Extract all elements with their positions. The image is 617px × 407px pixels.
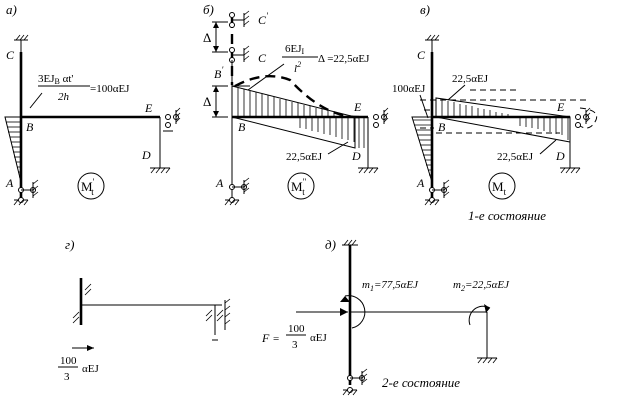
svg-text:m1=77,5αEJ: m1=77,5αEJ xyxy=(362,279,419,293)
panel-a-node-b: B xyxy=(26,120,34,134)
panel-b-support-d xyxy=(358,167,379,174)
panel-b-formula-num: 6EJ xyxy=(285,43,302,55)
panel-a-node-c: C xyxy=(6,48,15,62)
panel-c-node-e: E xyxy=(556,100,565,114)
panel-e-f-unit: αEJ xyxy=(310,332,327,344)
panel-a-formula-den: 2h xyxy=(58,91,70,103)
panel-b-node-a: A xyxy=(215,176,224,190)
panel-a-formula-num: 3EJ xyxy=(38,73,55,85)
svg-text:Mt: Mt xyxy=(492,179,507,197)
panel-a-support-a xyxy=(13,179,39,206)
panel-c-moment-left xyxy=(411,116,433,183)
panel-b-value-label: 22,5αEJ xyxy=(286,151,323,163)
panel-a-node-d: D xyxy=(141,148,151,162)
panel-b-node-e: E xyxy=(353,100,362,114)
panel-a-formula-num-sub: B xyxy=(55,77,60,86)
panel-b-support-e xyxy=(373,107,389,128)
panel-e-f-num: 100 xyxy=(288,323,305,335)
panel-e-label: д) xyxy=(325,237,336,252)
panel-a-node-e: E xyxy=(144,101,153,115)
panel-e-force-arrow xyxy=(296,308,348,316)
svg-text:C': C' xyxy=(258,11,269,27)
panel-d-force-arrow xyxy=(72,345,94,351)
panel-e-m1-value: =77,5αEJ xyxy=(374,279,419,291)
panel-a-formula-num-tail: αt' xyxy=(60,73,74,85)
panel-b-support-a xyxy=(224,177,250,206)
svg-text:6EJI: 6EJI xyxy=(285,43,305,56)
panel-b-node-b: B xyxy=(238,120,246,134)
panel-e-f-den: 3 xyxy=(292,339,298,351)
svg-text:M"t: M"t xyxy=(291,177,307,197)
panel-c-support-d xyxy=(560,167,581,174)
svg-text:3EJB αt': 3EJB αt' xyxy=(38,73,73,86)
svg-text:M't: M't xyxy=(81,177,95,197)
panel-c-value-top: 22,5αEJ xyxy=(452,73,489,85)
panel-b-formula: 6EJI l2 Δ =22,5αEJ xyxy=(247,43,370,91)
panel-b-formula-result: Δ =22,5αEJ xyxy=(318,53,370,65)
panel-e-m2-value: =22,5αEJ xyxy=(465,279,510,291)
panel-a-moment-diagram xyxy=(4,116,22,183)
panel-e-f-eq: = xyxy=(273,333,279,345)
panel-b-node-d: D xyxy=(351,149,361,163)
panel-c-value-left: 100αEJ xyxy=(392,83,426,95)
panel-d-force-unit: αEJ xyxy=(82,363,99,375)
panel-e-support-bottom xyxy=(342,368,368,396)
panel-a-label: а) xyxy=(6,2,17,17)
panel-a-formula-result: =100αEJ xyxy=(90,83,130,95)
panel-c-value-bottom: 22,5αEJ xyxy=(497,151,534,163)
panel-a-support-c xyxy=(14,34,29,52)
panel-e-m2-label: m xyxy=(453,279,461,291)
panel-c-label: в) xyxy=(420,2,430,17)
panel-a: а) xyxy=(4,2,181,206)
panel-a-support-e xyxy=(163,107,181,132)
panel-c-support-c xyxy=(425,34,440,52)
panel-c-node-d: D xyxy=(555,149,565,163)
panel-b-node-b1: B xyxy=(214,67,222,81)
panel-a-support-d xyxy=(150,167,171,174)
panel-e-support-top xyxy=(342,239,358,246)
panel-e-f-label: F xyxy=(261,331,270,345)
panel-d-force-den: 3 xyxy=(64,371,70,383)
panel-b-delta-1: Δ xyxy=(203,30,211,45)
panel-b-node-c1: C xyxy=(258,13,267,27)
panel-c-support-e xyxy=(575,107,591,128)
panel-b-support-c1 xyxy=(229,10,250,28)
panel-c: в) xyxy=(392,2,598,223)
svg-text:m2=22,5αEJ: m2=22,5αEJ xyxy=(453,279,510,293)
panel-d: г) 100 xyxy=(58,237,231,383)
panel-e-m1-label: m xyxy=(362,279,370,291)
panel-c-diagram-label: Mt xyxy=(488,172,516,200)
panel-e-state-label: 2-е состояние xyxy=(382,375,460,390)
panel-e-moment-m1 xyxy=(340,295,366,329)
panel-c-support-a xyxy=(424,179,450,206)
panel-b: б) xyxy=(203,2,389,206)
panel-a-formula: 3EJB αt' 2h =100αEJ xyxy=(29,73,130,109)
panel-c-frame xyxy=(430,52,571,198)
panel-a-diagram-label: M't xyxy=(77,172,105,200)
svg-text:l2: l2 xyxy=(294,60,301,75)
panel-c-node-c: C xyxy=(417,48,426,62)
panel-b-diagram-label: M"t xyxy=(287,172,315,200)
panel-c-node-a: A xyxy=(416,176,425,190)
panel-c-state-label: 1-е состояние xyxy=(468,208,546,223)
panel-b-node-c: C xyxy=(258,51,267,65)
panel-e-moment-m2 xyxy=(468,304,491,326)
panel-b-delta-dims xyxy=(212,21,228,118)
panel-a-node-a: A xyxy=(5,176,14,190)
panel-d-force-num: 100 xyxy=(60,355,77,367)
panel-b-delta-2: Δ xyxy=(203,94,211,109)
panel-d-frame xyxy=(72,278,231,341)
panel-b-formula-den: l xyxy=(294,63,297,75)
panel-b-deflected-shape xyxy=(234,74,361,119)
panel-c-node-b: B xyxy=(438,120,446,134)
svg-text:B': B' xyxy=(214,65,224,81)
panel-e-frame xyxy=(348,245,498,385)
panel-c-moment-beam xyxy=(435,97,571,143)
panel-a-frame xyxy=(19,52,161,198)
panel-e: д) xyxy=(261,237,510,396)
panel-b-label: б) xyxy=(203,2,214,17)
panel-d-label: г) xyxy=(65,237,74,252)
